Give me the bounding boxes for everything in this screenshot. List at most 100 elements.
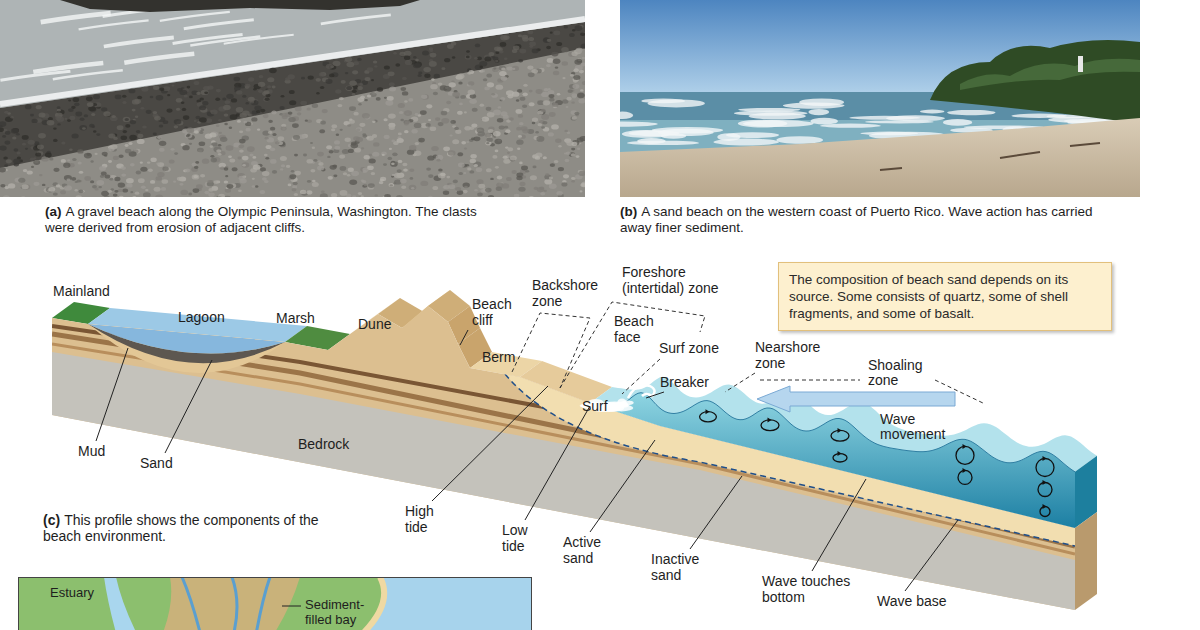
pebble	[516, 176, 522, 180]
pebble	[35, 152, 41, 156]
part-label: Estuary	[50, 585, 94, 601]
pebble	[428, 196, 433, 197]
pebble	[63, 163, 70, 168]
pebble	[103, 111, 110, 116]
pebble	[84, 176, 91, 181]
surf-streak	[41, 13, 111, 22]
lagoon-mud	[88, 324, 285, 363]
pebble	[367, 136, 374, 141]
pebble	[342, 149, 349, 154]
pebble	[332, 124, 338, 128]
pebble	[288, 117, 295, 122]
pebble	[79, 125, 87, 130]
pebble	[542, 121, 547, 125]
pebble	[384, 65, 390, 69]
pebble	[424, 74, 430, 78]
pebble	[487, 138, 493, 142]
pebble	[536, 136, 544, 142]
pebble	[490, 178, 494, 180]
part-label: Marsh	[276, 310, 315, 326]
pebble	[420, 181, 428, 186]
foam	[799, 98, 844, 106]
pebble	[197, 148, 204, 153]
pebble	[361, 195, 364, 197]
pebble	[493, 131, 501, 136]
caption-letter: (c)	[43, 512, 60, 528]
coast-map	[18, 577, 532, 630]
pebble	[468, 90, 475, 95]
part-label: Low tide	[502, 522, 544, 554]
pebble	[362, 184, 367, 187]
pebble	[562, 77, 565, 79]
pebble	[73, 98, 80, 103]
pebble	[270, 159, 277, 164]
pebble	[476, 179, 483, 184]
pebble	[483, 78, 487, 81]
pebble	[529, 196, 535, 197]
pebble	[125, 118, 129, 121]
pebble	[404, 110, 412, 116]
orbital-circle	[956, 446, 974, 464]
pebble	[218, 153, 222, 155]
orbital-arrow	[963, 468, 967, 473]
pebble	[398, 160, 403, 163]
pebble	[582, 81, 585, 85]
pebble	[413, 63, 421, 68]
pebble	[458, 163, 465, 168]
pebble	[396, 195, 403, 197]
foam	[808, 109, 829, 115]
pebble	[224, 123, 228, 126]
pebble	[577, 93, 585, 98]
pebble	[154, 116, 161, 121]
beach-sand	[620, 118, 1140, 197]
pebble	[518, 135, 522, 138]
pebble	[469, 170, 474, 173]
active-sand	[505, 374, 1075, 546]
pebble	[232, 167, 238, 171]
water-section	[590, 393, 1075, 528]
orbital-arrow	[1043, 504, 1047, 509]
orbital-arrow	[838, 428, 842, 433]
pebble	[307, 159, 314, 164]
pebble	[264, 90, 270, 94]
pebble	[569, 33, 575, 37]
pebble	[512, 92, 519, 97]
pebble	[25, 148, 28, 150]
pebble	[326, 145, 332, 149]
pebble	[354, 148, 361, 153]
pebble	[512, 170, 517, 174]
pebble	[375, 194, 378, 196]
pebble	[336, 134, 339, 136]
orbital-circle	[1038, 483, 1052, 497]
pebble	[72, 158, 76, 161]
pebble	[72, 134, 79, 139]
pebble	[38, 133, 46, 138]
pebble	[187, 86, 191, 89]
pebble	[310, 142, 313, 144]
pebble	[141, 186, 146, 190]
pebble	[200, 174, 205, 178]
foam	[620, 112, 633, 119]
pebble	[398, 103, 405, 108]
pebble	[495, 150, 499, 153]
pebble	[209, 133, 216, 138]
pebble	[272, 170, 277, 174]
pebble	[421, 95, 427, 99]
pebble	[446, 101, 451, 104]
pebble	[310, 169, 315, 172]
pebble	[335, 89, 341, 93]
pebble	[415, 59, 419, 62]
pebble	[156, 163, 159, 165]
pebble	[480, 69, 485, 72]
leader-line	[460, 330, 468, 345]
pebble	[516, 127, 521, 131]
pebble	[474, 164, 478, 167]
pebble	[264, 180, 269, 183]
pebble	[125, 144, 129, 147]
pebble	[150, 157, 156, 162]
pebble	[155, 194, 163, 197]
pebble	[225, 175, 228, 177]
pebble	[541, 126, 545, 129]
pebble	[122, 188, 128, 192]
